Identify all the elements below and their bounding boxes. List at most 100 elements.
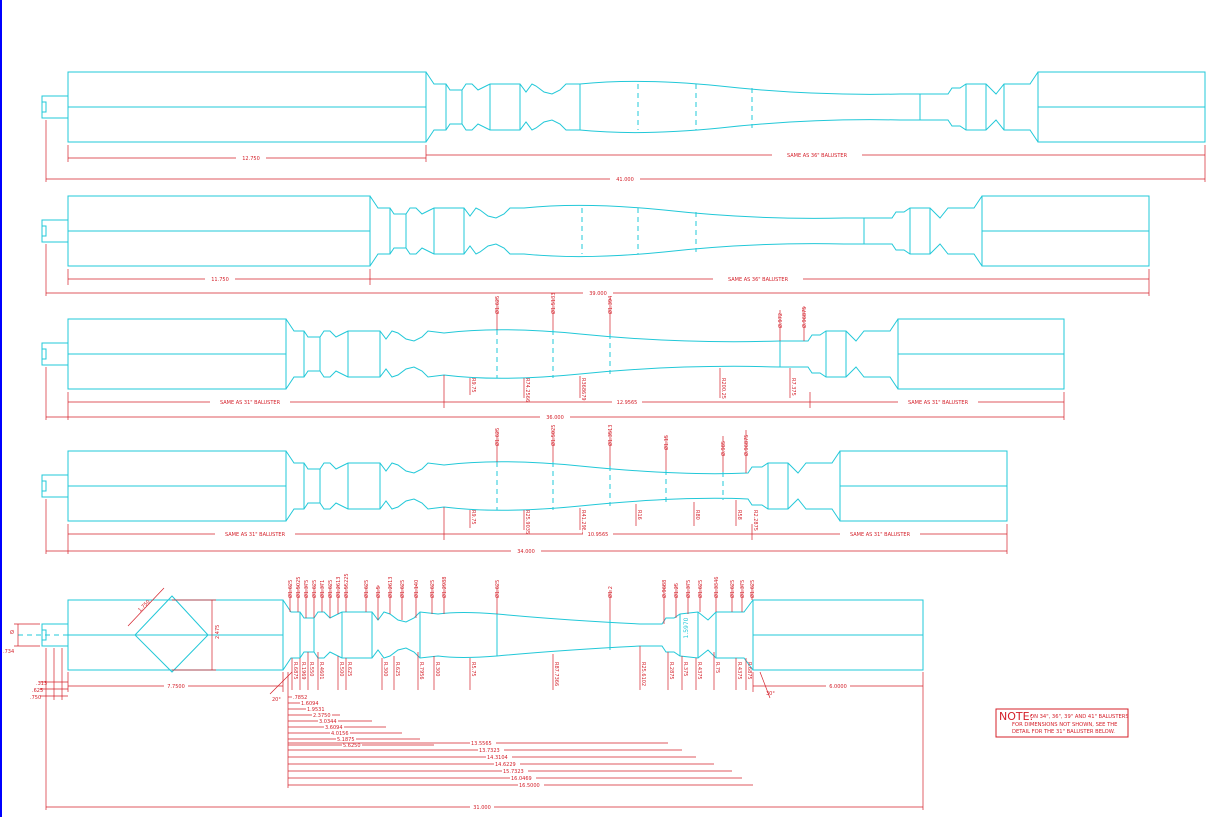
dimension-label: 20° [272, 697, 281, 703]
dimension-label: R87.7366 [553, 662, 559, 686]
dimension-label: Ø1.2988 [441, 577, 448, 598]
dimension-label: Ø1.3346 [713, 577, 720, 598]
turned-profile [285, 318, 899, 390]
note-line-2: FOR DIMENSIONS NOT SHOWN, SEE THE [1012, 722, 1117, 728]
dimension-label: Ø1.625 [494, 296, 501, 314]
dimension-label: Ø.96875 [743, 435, 750, 456]
dimension-label: Ø1.2613 [335, 577, 342, 598]
baluster-36: Ø1.625 Ø1.5133 Ø1.394 Ø.972 Ø.96875 R9.7… [41, 293, 1065, 421]
dimension-label: 36.000 [546, 415, 564, 421]
dimension-label: Ø.96875 [801, 307, 808, 328]
stacked-dims [287, 672, 434, 788]
dimension-label: .750 [30, 695, 41, 701]
dimension-label: R7.375 [790, 378, 796, 396]
dimension-label: Ø1.55225 [343, 573, 350, 598]
dim-left-block: 12.750 [242, 156, 260, 162]
bottom-callout-leaders [291, 646, 747, 690]
dimension-label: R.4375 [736, 662, 742, 680]
dimension-label: 5.6250 [343, 743, 361, 749]
note-box: NOTE: ON 34", 36", 39" AND 41" BALUSTERS… [995, 708, 1129, 738]
dimension-label: Ø1.5 [375, 586, 382, 598]
dimension-label: R41.2989 [580, 510, 586, 534]
dimension-label: SAME AS 31" BALUSTER [220, 400, 281, 406]
dimension-label: Ø1.625 [729, 580, 736, 598]
dimension-label: R80 [694, 510, 700, 520]
dimension-label: 1.6094 [301, 701, 319, 707]
dimension-label: 2.3750 [313, 713, 331, 719]
dimension-label: Ø1.371 [319, 580, 326, 598]
dimension-label: R25.6102 [640, 662, 646, 686]
dimension-label: R200.25 [720, 378, 726, 399]
dimension-label: Ø1.625 [287, 580, 294, 598]
dimension-label: Ø1.5133 [550, 293, 557, 314]
dimension-label: R.7956 [418, 662, 424, 680]
dimension-label: 3.0344 [319, 719, 337, 725]
dimension-label: 13.7323 [479, 748, 500, 754]
dimension-label: .7852 [293, 695, 307, 701]
note-title: NOTE: [999, 710, 1033, 723]
dimension-label: Ø1.2 [607, 586, 614, 598]
dimension-label: 2.475 [215, 625, 221, 639]
dimension-label: SAME AS 31" BALUSTER [908, 400, 969, 406]
turned-profile [282, 599, 754, 671]
dimension-label: R.375 [682, 662, 688, 676]
dimension-label: Ø.972 [777, 313, 784, 328]
dimension-label: 6.0000 [829, 684, 847, 690]
dimension-label: R.500 [338, 662, 344, 676]
dimension-label: 5.1875 [337, 737, 355, 743]
dimension-label: 4.0156 [331, 731, 349, 737]
dimension-label: 12.9565 [617, 400, 638, 406]
dimension-label: R.6875 [292, 662, 298, 680]
top-callout-leaders [289, 585, 753, 624]
dimension-label: Ø1.2613 [387, 577, 394, 598]
dimension-label: 1.9531 [307, 707, 325, 713]
dimension-label: R16 [636, 510, 642, 520]
dimension-label: 14.3104 [487, 755, 508, 761]
turned-profile [425, 71, 1039, 143]
dim-overall: 41.000 [616, 177, 634, 183]
dimension-label: Ø1.375 [739, 580, 746, 598]
note-line-1: ON 34", 36", 39" AND 41" BALUSTERS [1030, 714, 1129, 720]
pin-tip [41, 348, 47, 360]
dimension-label: Ø1.25 [673, 583, 680, 598]
dimension-label: 16.0469 [511, 776, 532, 782]
pin-tip [41, 101, 47, 113]
dimension-label: Ø1.625 [429, 580, 436, 598]
dimension-label: Ø1.625 [494, 580, 501, 598]
dimension-label: R58 [736, 510, 742, 520]
dimension-label: 34.000 [517, 549, 535, 555]
dimension-label: Ø1.15 [663, 435, 670, 450]
baluster-31: 1.5970 Ø1.625 Ø1.5025 Ø1.375 Ø1.625 Ø1.3… [3, 573, 924, 811]
dimension-label: R2.2875 [752, 510, 758, 531]
dimension-label: Ø1.625 [749, 580, 756, 598]
dimension-label: 1.5970 [683, 617, 690, 638]
dimension-label: Ø1.625 [697, 580, 704, 598]
dimension-label: R.550 [308, 662, 314, 676]
dimension-label: R.300 [434, 662, 440, 676]
dimension-label: Ø1.625 [399, 580, 406, 598]
dimension-label: R.6875 [746, 662, 752, 680]
dimension-label: .625 [32, 688, 43, 694]
dimension-label: 16.5000 [519, 783, 540, 789]
dimension-label: R.625 [346, 662, 352, 676]
dim-middle: SAME AS 36" BALUSTER [787, 153, 848, 159]
dimension-label: R9.75 [470, 510, 476, 525]
dimension-label: Ø.985 [720, 441, 727, 456]
dimension-label: 30° [766, 691, 775, 697]
dimension-label: R.300 [382, 662, 388, 676]
dimension-label: Ø1.625 [311, 580, 318, 598]
dim-middle: SAME AS 36" BALUSTER [728, 277, 789, 283]
dimension-label: Ø1.625 [327, 580, 334, 598]
dimension-label: 3.6094 [325, 725, 343, 731]
dimension-label: 7.7500 [167, 684, 185, 690]
dimension-label: .734 [3, 649, 14, 655]
dim-overall: 39.000 [589, 291, 607, 297]
dimension-label: Ø1.5025 [550, 425, 557, 446]
dimension-label: 15.7323 [503, 769, 524, 775]
dimension-label: Ø1.3513 [607, 425, 614, 446]
dimension-label: 1.750 [137, 599, 151, 613]
dimension-label: Ø1.140 [413, 580, 420, 598]
dimension-label: R74.2566 [524, 378, 530, 402]
dimension-label: R.4601 [318, 662, 324, 680]
